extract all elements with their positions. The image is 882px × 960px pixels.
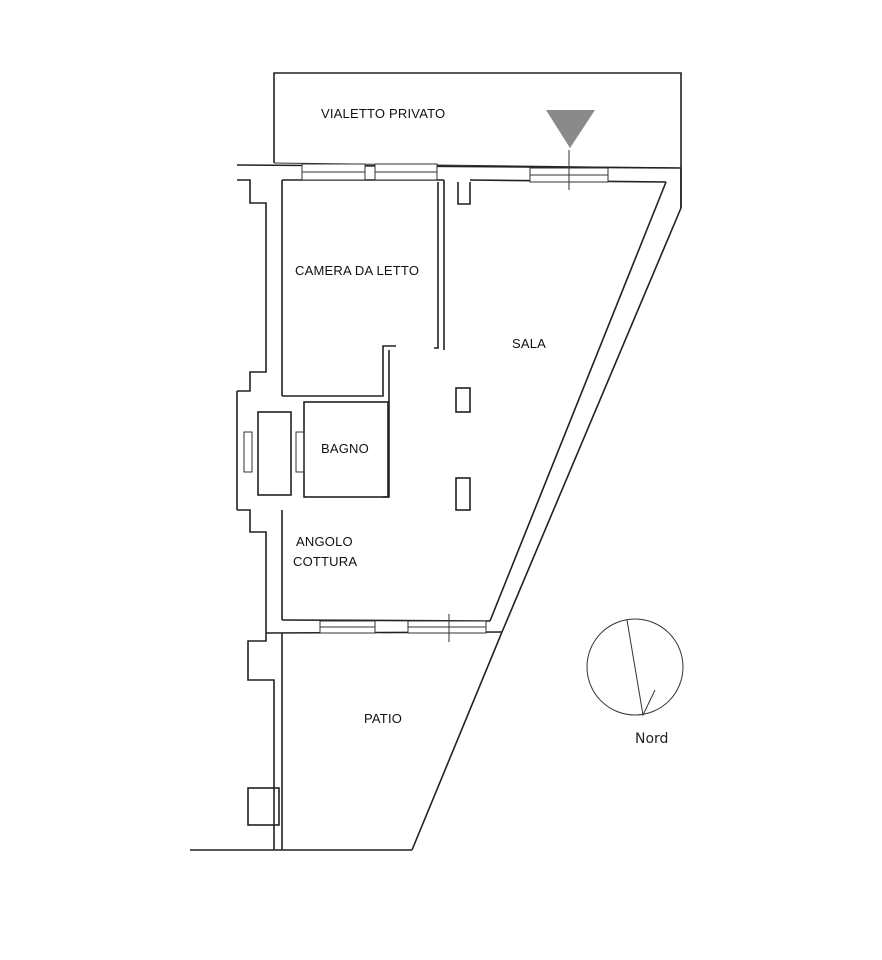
compass-circle — [586, 618, 684, 716]
label-camera-da-letto: CAMERA DA LETTO — [295, 263, 419, 278]
label-sala: SALA — [512, 336, 546, 351]
north-compass — [586, 618, 684, 717]
entrance-marker-icon — [546, 110, 595, 148]
label-cottura: COTTURA — [293, 554, 357, 569]
interior-walls — [236, 180, 471, 826]
north-arrow-icon — [626, 619, 656, 717]
label-bagno: BAGNO — [321, 441, 369, 456]
label-nord: Nord — [635, 731, 668, 747]
label-patio: PATIO — [364, 711, 402, 726]
outer-walls — [190, 164, 682, 851]
walkway-outline — [273, 72, 682, 208]
label-angolo: ANGOLO — [296, 534, 353, 549]
windows — [301, 150, 609, 642]
label-vialetto-privato: VIALETTO PRIVATO — [321, 106, 445, 121]
